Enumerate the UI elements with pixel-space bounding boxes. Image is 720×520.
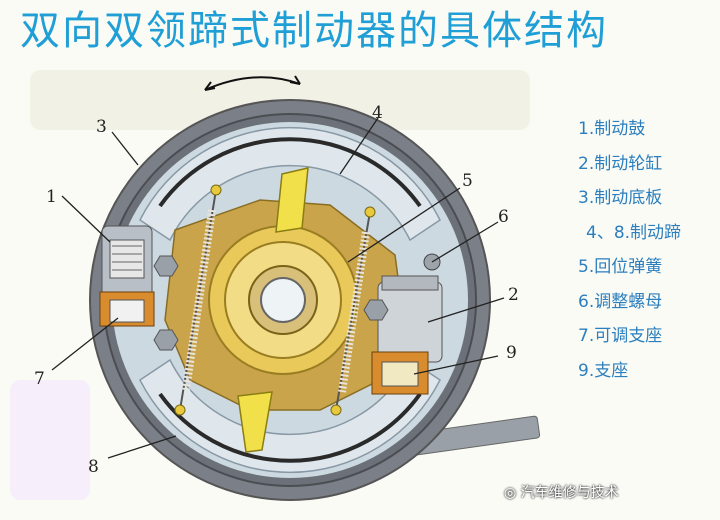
callout-6: 6 — [498, 207, 509, 227]
legend-item-9: 9.支座 — [578, 360, 629, 381]
callout-leaders — [51, 117, 505, 459]
callout-3: 3 — [96, 117, 107, 137]
legend-item-7: 7.可调支座 — [578, 326, 663, 346]
lower-lining — [158, 392, 422, 463]
lower-anchor-pin — [237, 391, 273, 453]
callout-4: 4 — [372, 103, 383, 123]
right-wheel-cylinder — [371, 275, 443, 395]
callout-9: 9 — [506, 343, 517, 363]
legend-item-3: 3.制动底板 — [578, 188, 663, 208]
legend-item-1: 1.制动鼓 — [578, 119, 646, 139]
watermark: ◎ 汽车维修与技术 — [504, 482, 619, 502]
page-title: 双向双领蹄式制动器的具体结构 — [20, 8, 608, 54]
right-return-spring — [330, 206, 376, 416]
upper-anchor-pin — [275, 167, 309, 233]
left-return-spring — [174, 184, 222, 416]
callout-numbers: 1 2 3 4 5 6 7 8 9 — [34, 103, 519, 477]
callout-5: 5 — [462, 171, 473, 191]
callout-2: 2 — [508, 285, 519, 305]
watermark-text: 汽车维修与技术 — [520, 485, 619, 501]
wechat-icon: ◎ — [504, 485, 517, 501]
legend-item-5: 5.回位弹簧 — [578, 257, 663, 277]
upper-lining — [158, 137, 422, 208]
callout-1: 1 — [46, 187, 57, 207]
mount-bolts — [153, 255, 389, 351]
legend-item-4-8: 4、8.制动蹄 — [586, 222, 682, 243]
hub-bore — [260, 277, 306, 323]
rotation-arrow — [204, 75, 301, 91]
callout-7: 7 — [34, 369, 45, 389]
legend-item-6: 6.调整螺母 — [578, 291, 663, 312]
legend-item-2: 2.制动轮缸 — [578, 153, 663, 174]
left-wheel-cylinder — [99, 225, 155, 327]
parts-legend: 1.制动鼓 2.制动轮缸 3.制动底板 4、8.制动蹄 5.回位弹簧 6.调整螺… — [578, 112, 718, 388]
callout-8: 8 — [88, 457, 99, 477]
